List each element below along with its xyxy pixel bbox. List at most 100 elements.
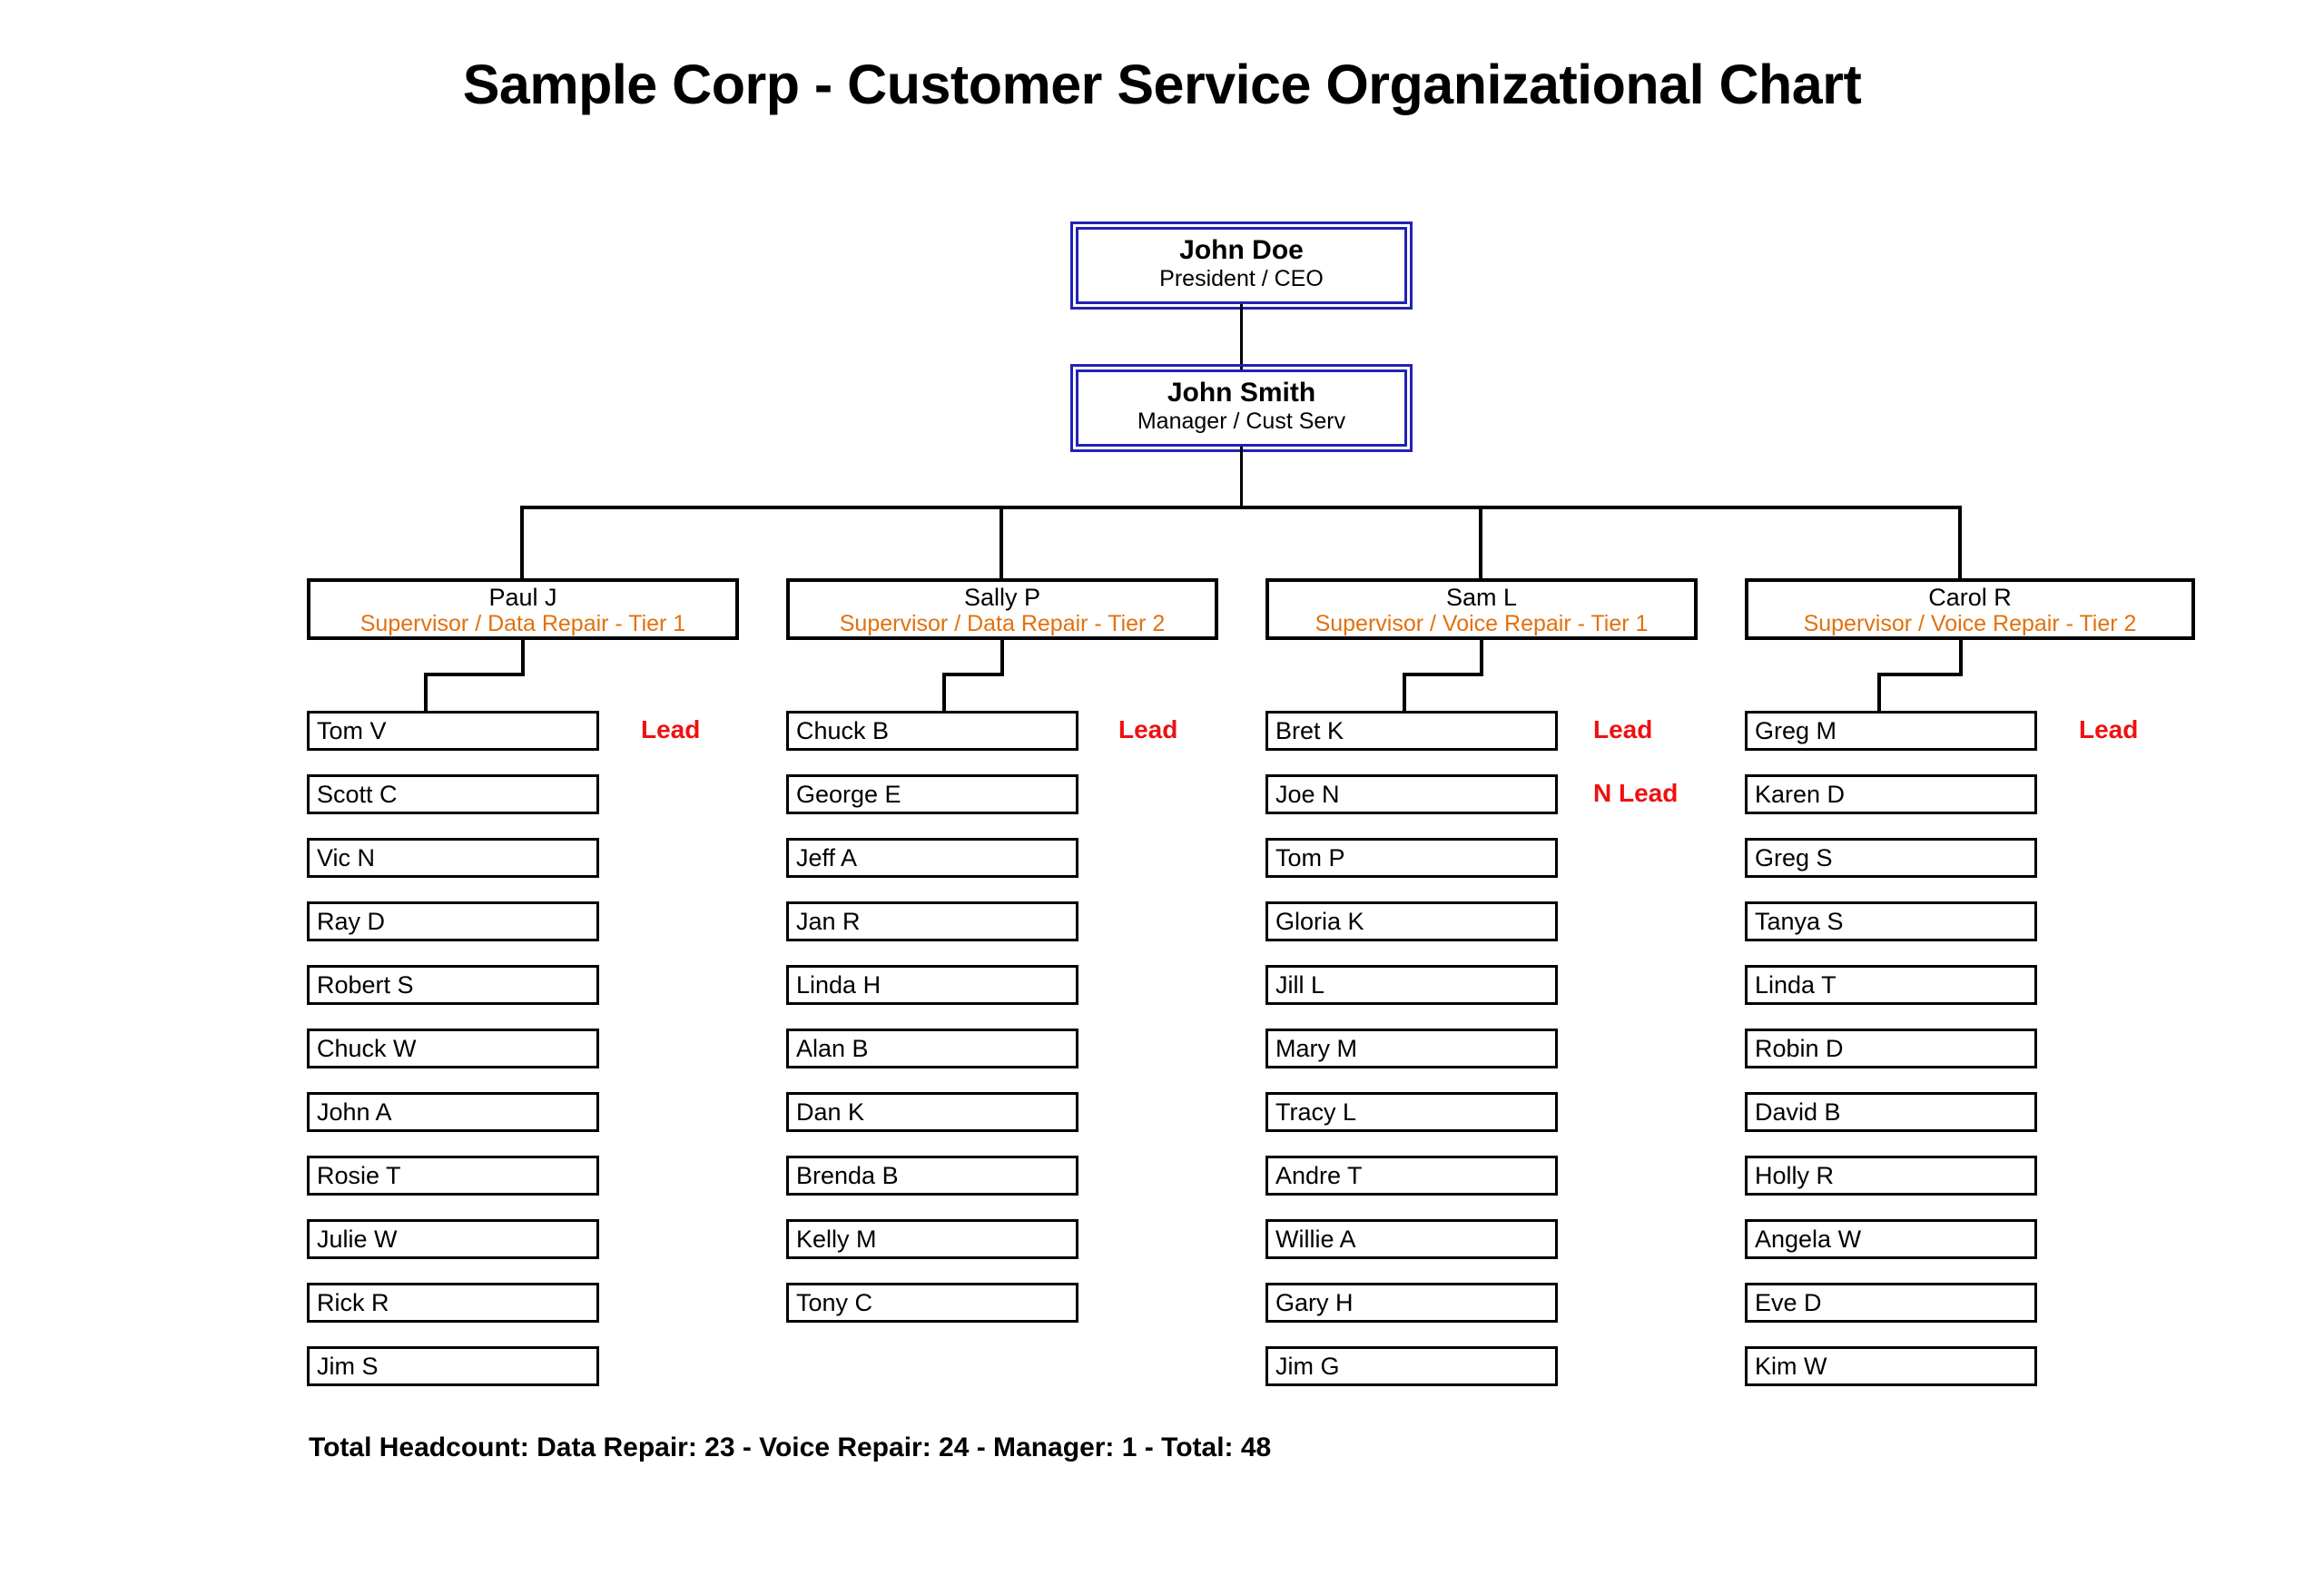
employee-box[interactable]: Vic N <box>307 838 599 878</box>
employee-box[interactable]: Gloria K <box>1265 901 1558 941</box>
employee-box[interactable]: Holly R <box>1745 1156 2037 1196</box>
supervisor-box-sam-l[interactable]: Sam L Supervisor / Voice Repair - Tier 1 <box>1265 578 1698 640</box>
employee-box[interactable]: Dan K <box>786 1092 1078 1132</box>
connector-drop-sup-0 <box>520 506 524 578</box>
employee-box[interactable]: Brenda B <box>786 1156 1078 1196</box>
employee-name: Jeff A <box>796 843 858 871</box>
employee-name: Robin D <box>1755 1034 1844 1062</box>
employee-box[interactable]: Tracy L <box>1265 1092 1558 1132</box>
connector-sup1-elbow <box>942 673 1004 676</box>
employee-name: Kim W <box>1755 1352 1827 1380</box>
exec-title: President / CEO <box>1159 265 1324 291</box>
employee-box[interactable]: Bret K <box>1265 711 1558 751</box>
employee-name: Gloria K <box>1275 907 1364 935</box>
employee-name: Greg S <box>1755 843 1833 871</box>
lead-tag: Lead <box>1118 715 1178 743</box>
employee-box[interactable]: Gary H <box>1265 1283 1558 1323</box>
supervisor-title: Supervisor / Voice Repair - Tier 1 <box>1315 611 1649 637</box>
employee-box[interactable]: Tony C <box>786 1283 1078 1323</box>
employee-box[interactable]: Joe N <box>1265 774 1558 814</box>
employee-name: Mary M <box>1275 1034 1357 1062</box>
employee-box[interactable]: Jeff A <box>786 838 1078 878</box>
employee-box[interactable]: Linda H <box>786 965 1078 1005</box>
employee-name: Holly R <box>1755 1161 1835 1189</box>
supervisor-name: Sam L <box>1445 584 1518 611</box>
employee-name: Gary H <box>1275 1288 1354 1316</box>
lead-tag: Lead <box>641 715 701 743</box>
employee-name: Jim G <box>1275 1352 1340 1380</box>
employee-name: Willie A <box>1275 1225 1356 1253</box>
employee-name: Bret K <box>1275 716 1344 744</box>
employee-box[interactable]: David B <box>1745 1092 2037 1132</box>
employee-box[interactable]: Rick R <box>307 1283 599 1323</box>
employee-name: Robert S <box>317 970 414 999</box>
employee-box[interactable]: Linda T <box>1745 965 2037 1005</box>
connector-sup2-stem <box>1480 640 1483 676</box>
employee-name: Angela W <box>1755 1225 1862 1253</box>
employee-name: Linda T <box>1755 970 1837 999</box>
lead-tag: Lead <box>2079 715 2139 743</box>
employee-box[interactable]: Alan B <box>786 1029 1078 1068</box>
supervisor-box-sally-p[interactable]: Sally P Supervisor / Data Repair - Tier … <box>786 578 1218 640</box>
employee-box[interactable]: Jill L <box>1265 965 1558 1005</box>
employee-box[interactable]: Chuck B <box>786 711 1078 751</box>
employee-box[interactable]: Rosie T <box>307 1156 599 1196</box>
connector-sup3-drop <box>1877 673 1881 714</box>
employee-box[interactable]: Kim W <box>1745 1346 2037 1386</box>
employee-box[interactable]: Tom V <box>307 711 599 751</box>
employee-box[interactable]: Robert S <box>307 965 599 1005</box>
employee-name: Kelly M <box>796 1225 877 1253</box>
employee-box[interactable]: Angela W <box>1745 1219 2037 1259</box>
supervisor-name: Paul J <box>488 584 557 611</box>
employee-box[interactable]: Tom P <box>1265 838 1558 878</box>
employee-box[interactable]: Greg S <box>1745 838 2037 878</box>
employee-box[interactable]: Robin D <box>1745 1029 2037 1068</box>
employee-box[interactable]: Jan R <box>786 901 1078 941</box>
employee-box[interactable]: Jim S <box>307 1346 599 1386</box>
lead-tag: Lead <box>1593 715 1653 743</box>
exec-name: John Doe <box>1179 235 1304 265</box>
employee-box[interactable]: Eve D <box>1745 1283 2037 1323</box>
exec-box-manager[interactable]: John Smith Manager / Cust Serv <box>1070 364 1413 452</box>
employee-name: Alan B <box>796 1034 869 1062</box>
connector-drop-sup-3 <box>1958 506 1962 578</box>
employee-name: Joe N <box>1275 780 1340 808</box>
connector-sup2-elbow <box>1403 673 1483 676</box>
employee-box[interactable]: John A <box>307 1092 599 1132</box>
employee-box[interactable]: Kelly M <box>786 1219 1078 1259</box>
employee-box[interactable]: Scott C <box>307 774 599 814</box>
employee-name: Ray D <box>317 907 386 935</box>
connector-sup0-drop <box>424 673 428 714</box>
connector-sup1-stem <box>1000 640 1004 676</box>
employee-box[interactable]: Julie W <box>307 1219 599 1259</box>
employee-name: Chuck B <box>796 716 890 744</box>
supervisor-box-paul-j[interactable]: Paul J Supervisor / Data Repair - Tier 1 <box>307 578 739 640</box>
employee-name: Tracy L <box>1275 1098 1357 1126</box>
employee-box[interactable]: Chuck W <box>307 1029 599 1068</box>
employee-box[interactable]: Jim G <box>1265 1346 1558 1386</box>
connector-sup0-stem <box>521 640 525 676</box>
employee-name: David B <box>1755 1098 1841 1126</box>
employee-box[interactable]: Andre T <box>1265 1156 1558 1196</box>
employee-box[interactable]: Ray D <box>307 901 599 941</box>
employee-box[interactable]: Karen D <box>1745 774 2037 814</box>
connector-drop-sup-1 <box>1000 506 1003 578</box>
exec-box-ceo[interactable]: John Doe President / CEO <box>1070 222 1413 310</box>
employee-box[interactable]: Mary M <box>1265 1029 1558 1068</box>
exec-title: Manager / Cust Serv <box>1137 408 1346 434</box>
employee-name: Chuck W <box>317 1034 417 1062</box>
connector-sup3-stem <box>1959 640 1963 676</box>
supervisor-name: Sally P <box>963 584 1041 611</box>
employee-box[interactable]: Greg M <box>1745 711 2037 751</box>
employee-name: Eve D <box>1755 1288 1822 1316</box>
employee-box[interactable]: George E <box>786 774 1078 814</box>
employee-box[interactable]: Willie A <box>1265 1219 1558 1259</box>
employee-name: Rick R <box>317 1288 389 1316</box>
employee-box[interactable]: Tanya S <box>1745 901 2037 941</box>
employee-name: Jim S <box>317 1352 379 1380</box>
supervisor-name: Carol R <box>1928 584 2012 611</box>
connector-sup2-drop <box>1403 673 1406 714</box>
supervisor-box-carol-r[interactable]: Carol R Supervisor / Voice Repair - Tier… <box>1745 578 2195 640</box>
connector-sup1-drop <box>942 673 946 714</box>
employee-name: George E <box>796 780 901 808</box>
